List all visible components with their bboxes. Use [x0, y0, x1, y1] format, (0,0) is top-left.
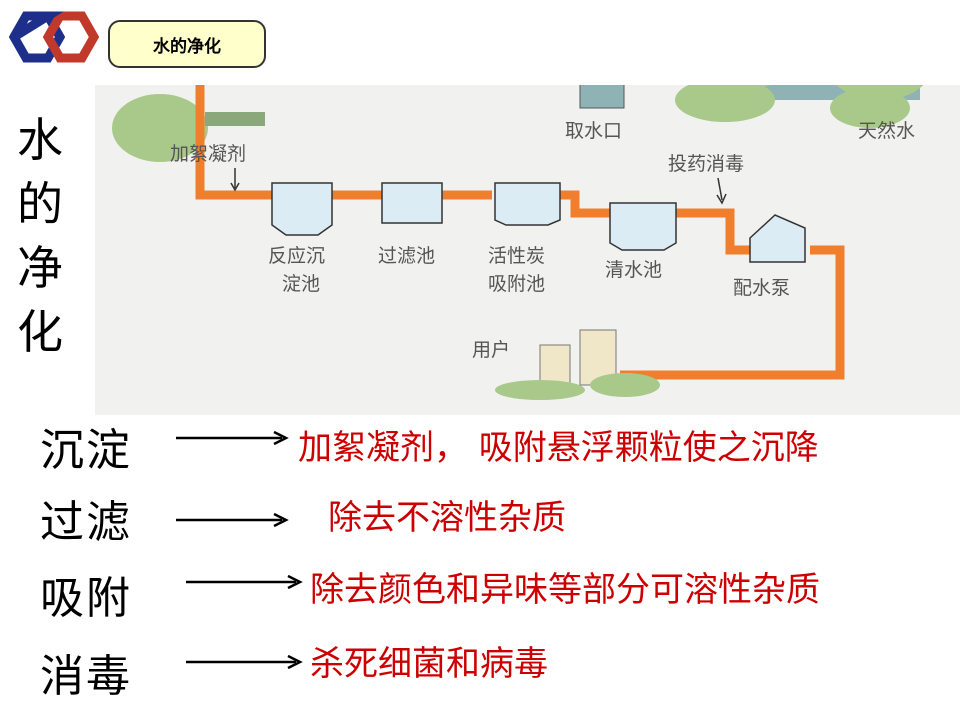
users-buildings: [495, 329, 660, 400]
step-description: 杀死细菌和病毒: [310, 644, 548, 684]
step-row: 消毒 杀死细菌和病毒: [0, 636, 960, 706]
label-filter: 过滤池: [378, 245, 435, 267]
label-clear-water: 清水池: [605, 259, 662, 281]
sedimentation-tank: [271, 182, 333, 236]
vertical-title-char: 化: [17, 305, 63, 359]
water-treatment-diagram: 取水口 天然水 加絮凝剂 投药消毒 反应沉 淀池 过滤池 活性炭 吸附池 清水池…: [95, 85, 960, 415]
filter-tank: [381, 182, 443, 224]
label-carbon: 吸附池: [488, 273, 545, 295]
natural-water-illustration: [675, 85, 924, 128]
label-carbon: 活性炭: [488, 245, 545, 267]
vertical-title-char: 的: [17, 177, 63, 231]
right-arrow-icon: [176, 430, 289, 446]
label-intake: 取水口: [565, 120, 622, 142]
pump-house: [749, 214, 806, 263]
vertical-title-char: 净: [17, 241, 63, 295]
label-sedimentation: 反应沉: [268, 245, 325, 267]
label-disinfect: 投药消毒: [668, 153, 744, 175]
pipe-network: [195, 85, 845, 380]
label-natural-water: 天然水: [858, 120, 915, 142]
carbon-tank: [494, 182, 561, 226]
vertical-title: 水 的 净 化: [12, 108, 68, 364]
right-arrow-icon: [176, 512, 289, 528]
step-row: 沉淀 加絮凝剂， 吸附悬浮颗粒使之沉降: [0, 410, 960, 480]
right-arrow-icon: [186, 574, 303, 590]
logo-icon: [8, 11, 100, 63]
hill-left: [112, 94, 208, 162]
step-row: 过滤 除去不溶性杂质: [0, 482, 960, 552]
step-description: 除去不溶性杂质: [328, 498, 566, 538]
right-arrow-icon: [186, 654, 303, 670]
step-row: 吸附 除去颜色和异味等部分可溶性杂质: [0, 558, 960, 628]
section-title-tag: 水的净化: [108, 20, 266, 68]
step-term: 吸附: [40, 573, 132, 624]
step-description: 除去颜色和异味等部分可溶性杂质: [310, 570, 820, 610]
label-users: 用户: [472, 339, 510, 361]
label-coagulant: 加絮凝剂: [170, 143, 246, 165]
label-pump: 配水泵: [733, 277, 790, 299]
step-term: 过滤: [40, 497, 132, 548]
step-term: 消毒: [40, 651, 132, 702]
label-sedimentation: 淀池: [282, 273, 320, 295]
intake-box: [579, 85, 625, 109]
step-term: 沉淀: [40, 425, 132, 476]
vertical-title-char: 水: [17, 113, 63, 167]
step-description: 加絮凝剂， 吸附悬浮颗粒使之沉降: [298, 428, 819, 468]
clear-water-tank: [609, 202, 677, 251]
